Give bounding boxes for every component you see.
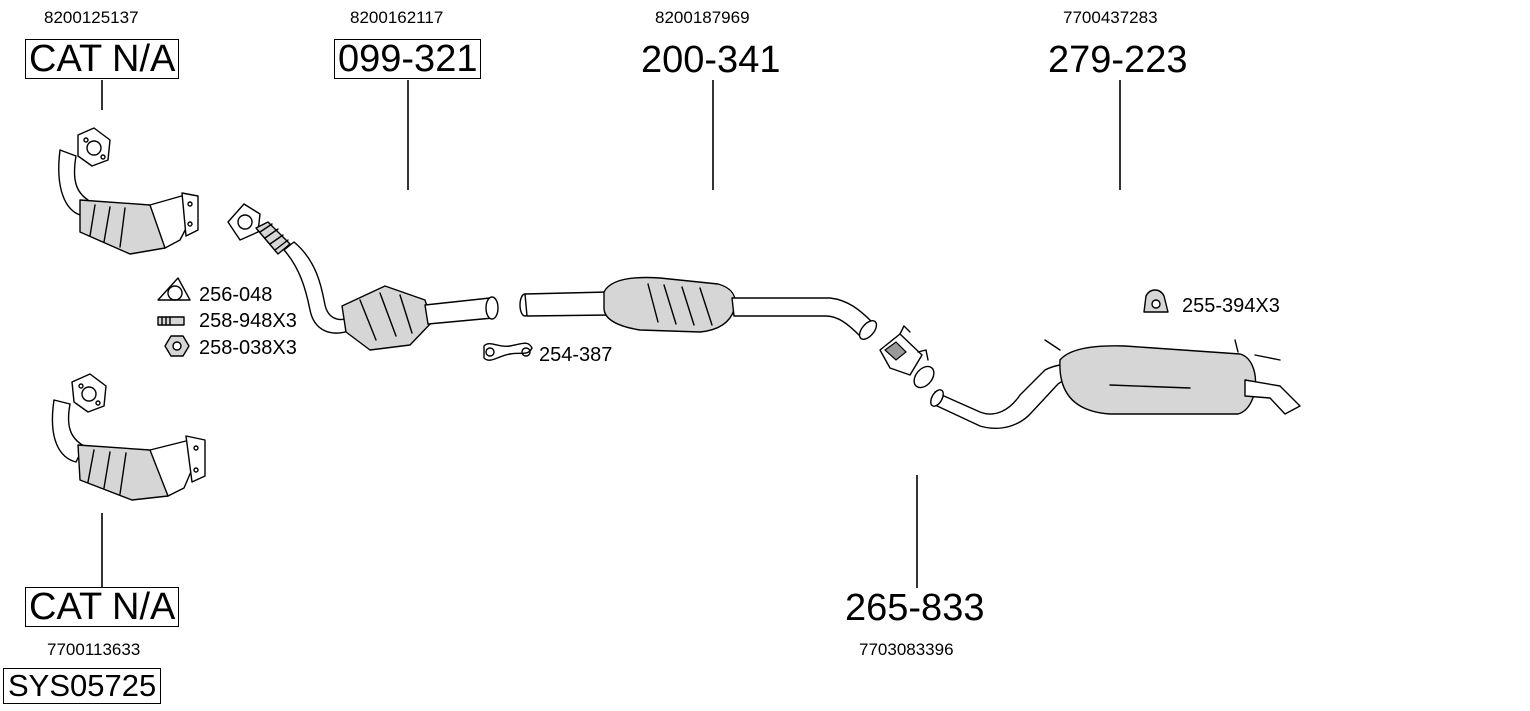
part-number-rear-silencer[interactable]: 279-223: [1048, 39, 1188, 81]
rubber-mount-icon: [1143, 289, 1169, 313]
part-number-cat-bottom[interactable]: CAT N/A: [25, 587, 180, 627]
part-number-cat-top[interactable]: CAT N/A: [25, 39, 180, 79]
oem-number-front-pipe: 8200162117: [350, 8, 444, 27]
part-number-connector[interactable]: 265-833: [845, 587, 985, 629]
accessory-label-nut[interactable]: 258-038X3: [199, 337, 297, 359]
accessory-label-gasket[interactable]: 256-048: [199, 284, 273, 306]
oem-number-rear-silencer: 7700437283: [1063, 8, 1158, 27]
part-number-front-pipe[interactable]: 099-321: [334, 39, 482, 79]
manifold-catalyst-bottom-drawing[interactable]: [51, 373, 206, 501]
oem-number-catalyst: 8200187969: [655, 8, 750, 27]
manifold-catalyst-top-drawing[interactable]: [58, 127, 199, 255]
accessory-label-clamp[interactable]: 254-387: [539, 344, 613, 366]
oem-number-cat-bottom: 7700113633: [47, 640, 141, 659]
rear-silencer-drawing[interactable]: [928, 339, 1301, 430]
connector-pipe-drawing[interactable]: [879, 325, 938, 391]
front-pipe-drawing[interactable]: [227, 203, 499, 351]
hex-nut-icon: [164, 335, 190, 357]
part-number-catalyst[interactable]: 200-341: [641, 39, 781, 81]
system-number: SYS05725: [3, 668, 162, 704]
gasket-icon: [157, 277, 191, 301]
oem-number-cat-top: 8200125137: [44, 8, 139, 27]
stud-bolt-icon: [157, 316, 185, 326]
accessory-label-stud[interactable]: 258-948X3: [199, 310, 297, 332]
catalyst-pipe-drawing[interactable]: [519, 276, 880, 343]
pipe-clamp-icon: [483, 342, 533, 361]
accessory-label-mount[interactable]: 255-394X3: [1182, 295, 1280, 317]
oem-number-connector: 7703083396: [859, 640, 954, 659]
